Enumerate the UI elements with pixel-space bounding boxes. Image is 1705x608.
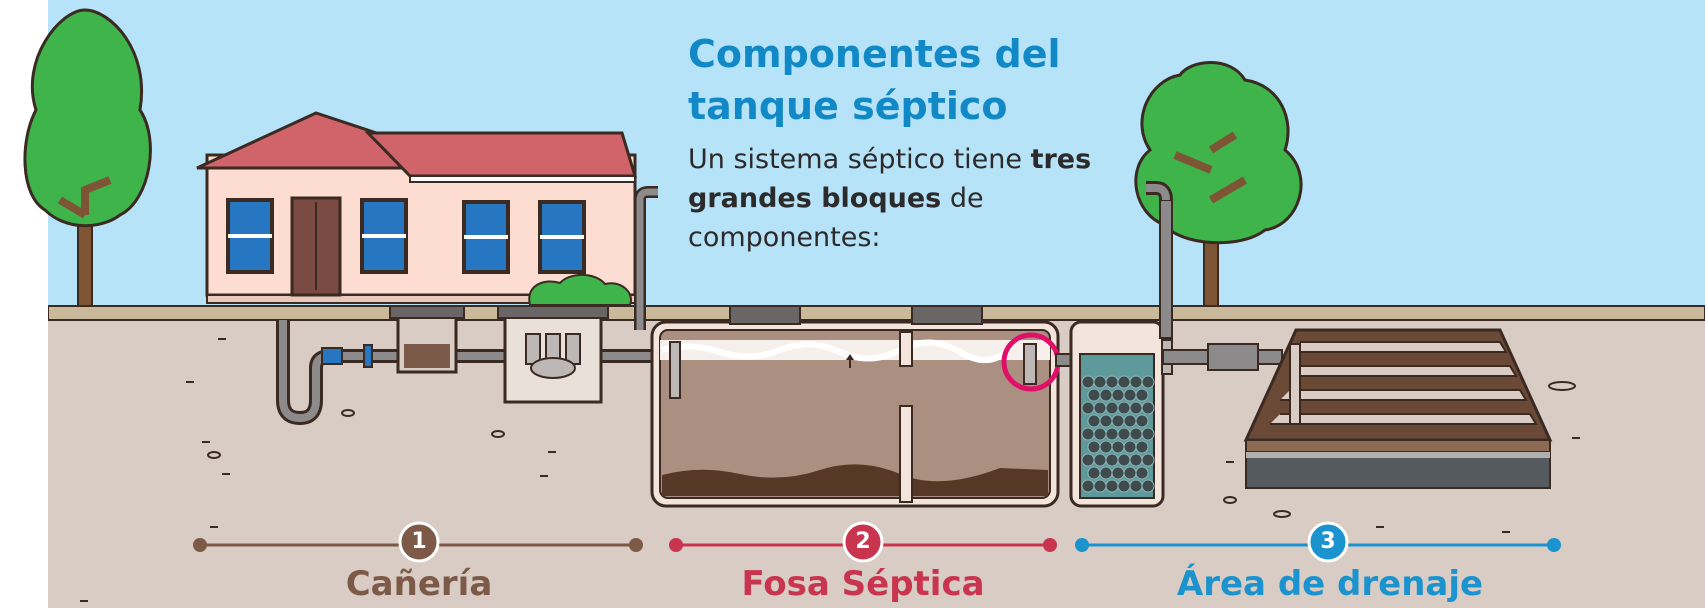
inspection-box — [497, 305, 609, 404]
tree-right — [1134, 61, 1303, 307]
filter-ball — [1141, 479, 1155, 493]
filter-ball — [1093, 401, 1107, 415]
filter-ball — [1081, 453, 1095, 467]
filter-ball — [1141, 375, 1155, 389]
filter-ball — [1117, 479, 1131, 493]
filter-ball — [1099, 388, 1113, 402]
filter-ball — [1093, 427, 1107, 441]
filter-media — [1081, 375, 1155, 493]
house-drain — [276, 320, 655, 426]
filter-ball — [1099, 440, 1113, 454]
intro-part-2: de — [941, 183, 984, 214]
septic-tank — [650, 305, 1060, 508]
filter-ball — [1087, 440, 1101, 454]
stage-2-bracket — [669, 521, 1057, 563]
stage-2-number: 2 — [855, 529, 871, 554]
stage-3-badge — [1307, 521, 1349, 563]
stage-1-label: Cañería — [345, 564, 493, 604]
distribution-pipe — [1162, 343, 1283, 371]
title-line-1: Componentes del — [688, 32, 1061, 76]
filter-chamber — [1069, 181, 1173, 508]
filter-ball — [1111, 466, 1125, 480]
soil-specks — [80, 338, 1580, 602]
filter-ball — [1129, 479, 1143, 493]
filter-ball — [1129, 375, 1143, 389]
filter-ball — [1087, 466, 1101, 480]
intro-line-3: componentes: — [688, 222, 881, 253]
filter-ball — [1111, 440, 1125, 454]
intro-part-1: Un sistema séptico tiene — [688, 144, 1031, 175]
filter-ball — [1129, 453, 1143, 467]
filter-ball — [1123, 388, 1137, 402]
stage-3-bracket — [1075, 521, 1561, 563]
house — [196, 111, 638, 306]
filter-ball — [1135, 414, 1149, 428]
filter-ball — [1105, 375, 1119, 389]
filter-ball — [1123, 440, 1137, 454]
stage-1-number: 1 — [411, 529, 427, 554]
filter-ball — [1135, 466, 1149, 480]
stage-2-label: Fosa Séptica — [741, 564, 985, 604]
filter-ball — [1105, 453, 1119, 467]
filter-ball — [1111, 414, 1125, 428]
drain-field — [1243, 328, 1553, 489]
filter-ball — [1099, 466, 1113, 480]
stage-2-badge — [842, 521, 884, 563]
stage-3-number: 3 — [1320, 529, 1336, 554]
intro-text: Un sistema séptico tiene tres grandes bl… — [688, 140, 1118, 257]
filter-ball — [1081, 427, 1095, 441]
filter-ball — [1129, 427, 1143, 441]
filter-ball — [1129, 401, 1143, 415]
filter-ball — [1117, 401, 1131, 415]
intro-bold-2: grandes bloques — [688, 183, 942, 214]
filter-ball — [1105, 401, 1119, 415]
ground-surface — [47, 305, 1705, 321]
filter-ball — [1117, 453, 1131, 467]
filter-ball — [1117, 375, 1131, 389]
filter-ball — [1081, 479, 1095, 493]
filter-ball — [1087, 388, 1101, 402]
stage-1-badge — [398, 521, 440, 563]
stage-1-bracket — [193, 521, 643, 563]
stage-3-label: Área de drenaje — [1176, 564, 1484, 604]
filter-ball — [1141, 427, 1155, 441]
filter-ball — [1093, 453, 1107, 467]
filter-ball — [1123, 414, 1137, 428]
filter-ball — [1105, 479, 1119, 493]
filter-ball — [1099, 414, 1113, 428]
filter-ball — [1117, 427, 1131, 441]
title-line-2: tanque séptico — [688, 84, 1008, 128]
filter-ball — [1093, 375, 1107, 389]
filter-ball — [1135, 440, 1149, 454]
filter-ball — [1111, 388, 1125, 402]
page-title: Componentes del tanque séptico — [688, 28, 1088, 132]
filter-ball — [1141, 401, 1155, 415]
filter-ball — [1141, 453, 1155, 467]
grease-trap — [389, 305, 465, 374]
filter-ball — [1135, 388, 1149, 402]
tree-left — [23, 8, 152, 307]
intro-bold-1: tres — [1030, 144, 1092, 175]
filter-ball — [1105, 427, 1119, 441]
filter-ball — [1081, 401, 1095, 415]
filter-ball — [1093, 479, 1107, 493]
filter-ball — [1081, 375, 1095, 389]
filter-ball — [1087, 414, 1101, 428]
filter-ball — [1123, 466, 1137, 480]
